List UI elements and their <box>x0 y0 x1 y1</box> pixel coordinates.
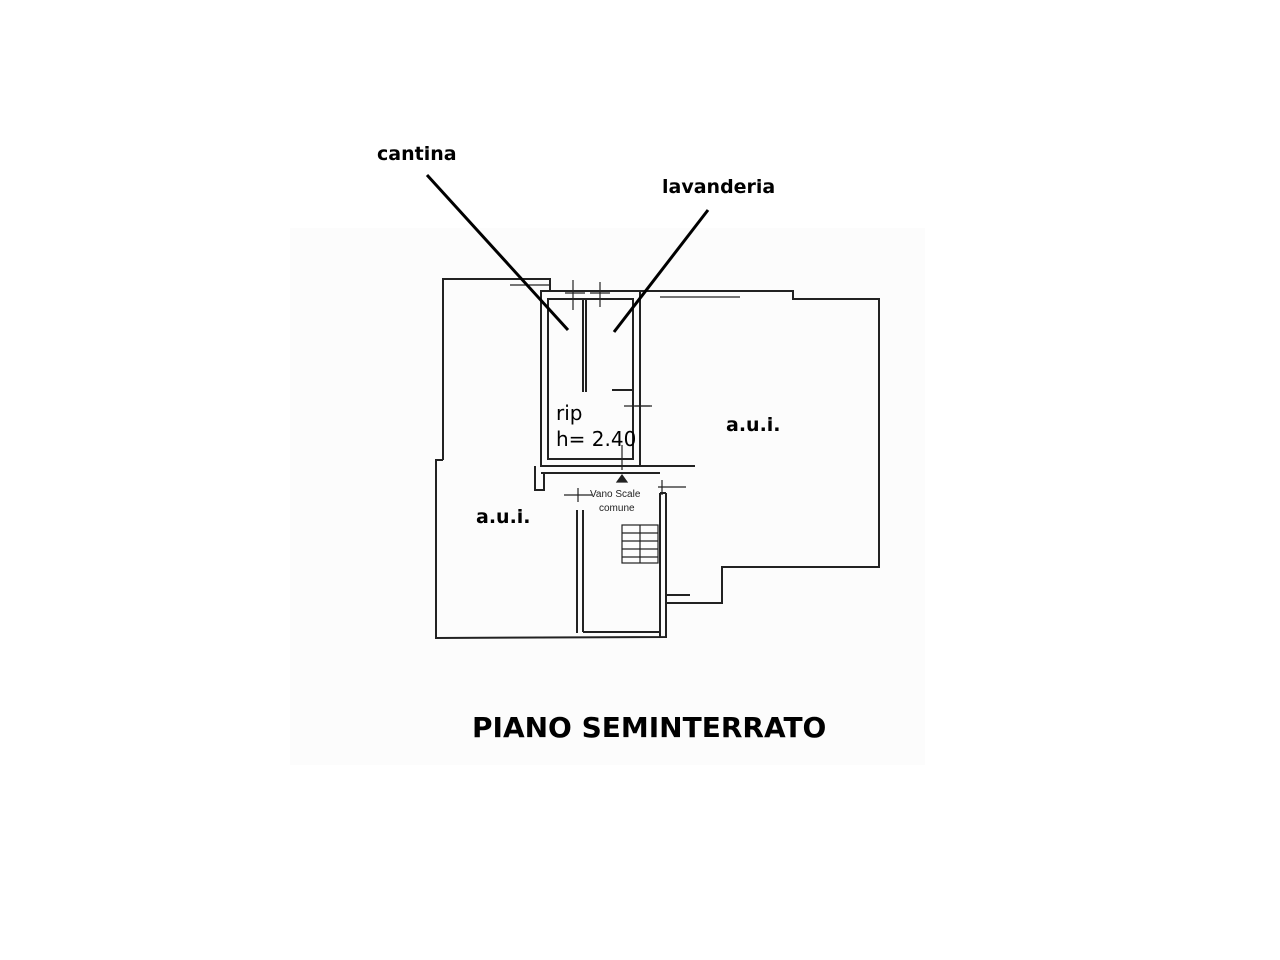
label-height: h= 2.40 <box>556 427 637 451</box>
inner-walls <box>534 290 695 637</box>
label-aui-left: a.u.i. <box>476 506 531 528</box>
door-marks <box>510 280 740 502</box>
lavanderia-leader-line <box>612 209 710 333</box>
label-vano-scale: Vano Scale <box>590 489 641 500</box>
label-aui-right: a.u.i. <box>726 414 781 436</box>
stairs-icon <box>621 524 659 564</box>
outer-walls <box>435 278 880 640</box>
label-lavanderia: lavanderia <box>662 176 776 198</box>
plan-background <box>290 228 925 765</box>
label-comune: comune <box>599 503 635 514</box>
label-cantina: cantina <box>377 143 457 165</box>
label-rip: rip <box>556 401 583 425</box>
plan-title: PIANO SEMINTERRATO <box>472 711 827 744</box>
cantina-leader-line <box>425 173 570 332</box>
